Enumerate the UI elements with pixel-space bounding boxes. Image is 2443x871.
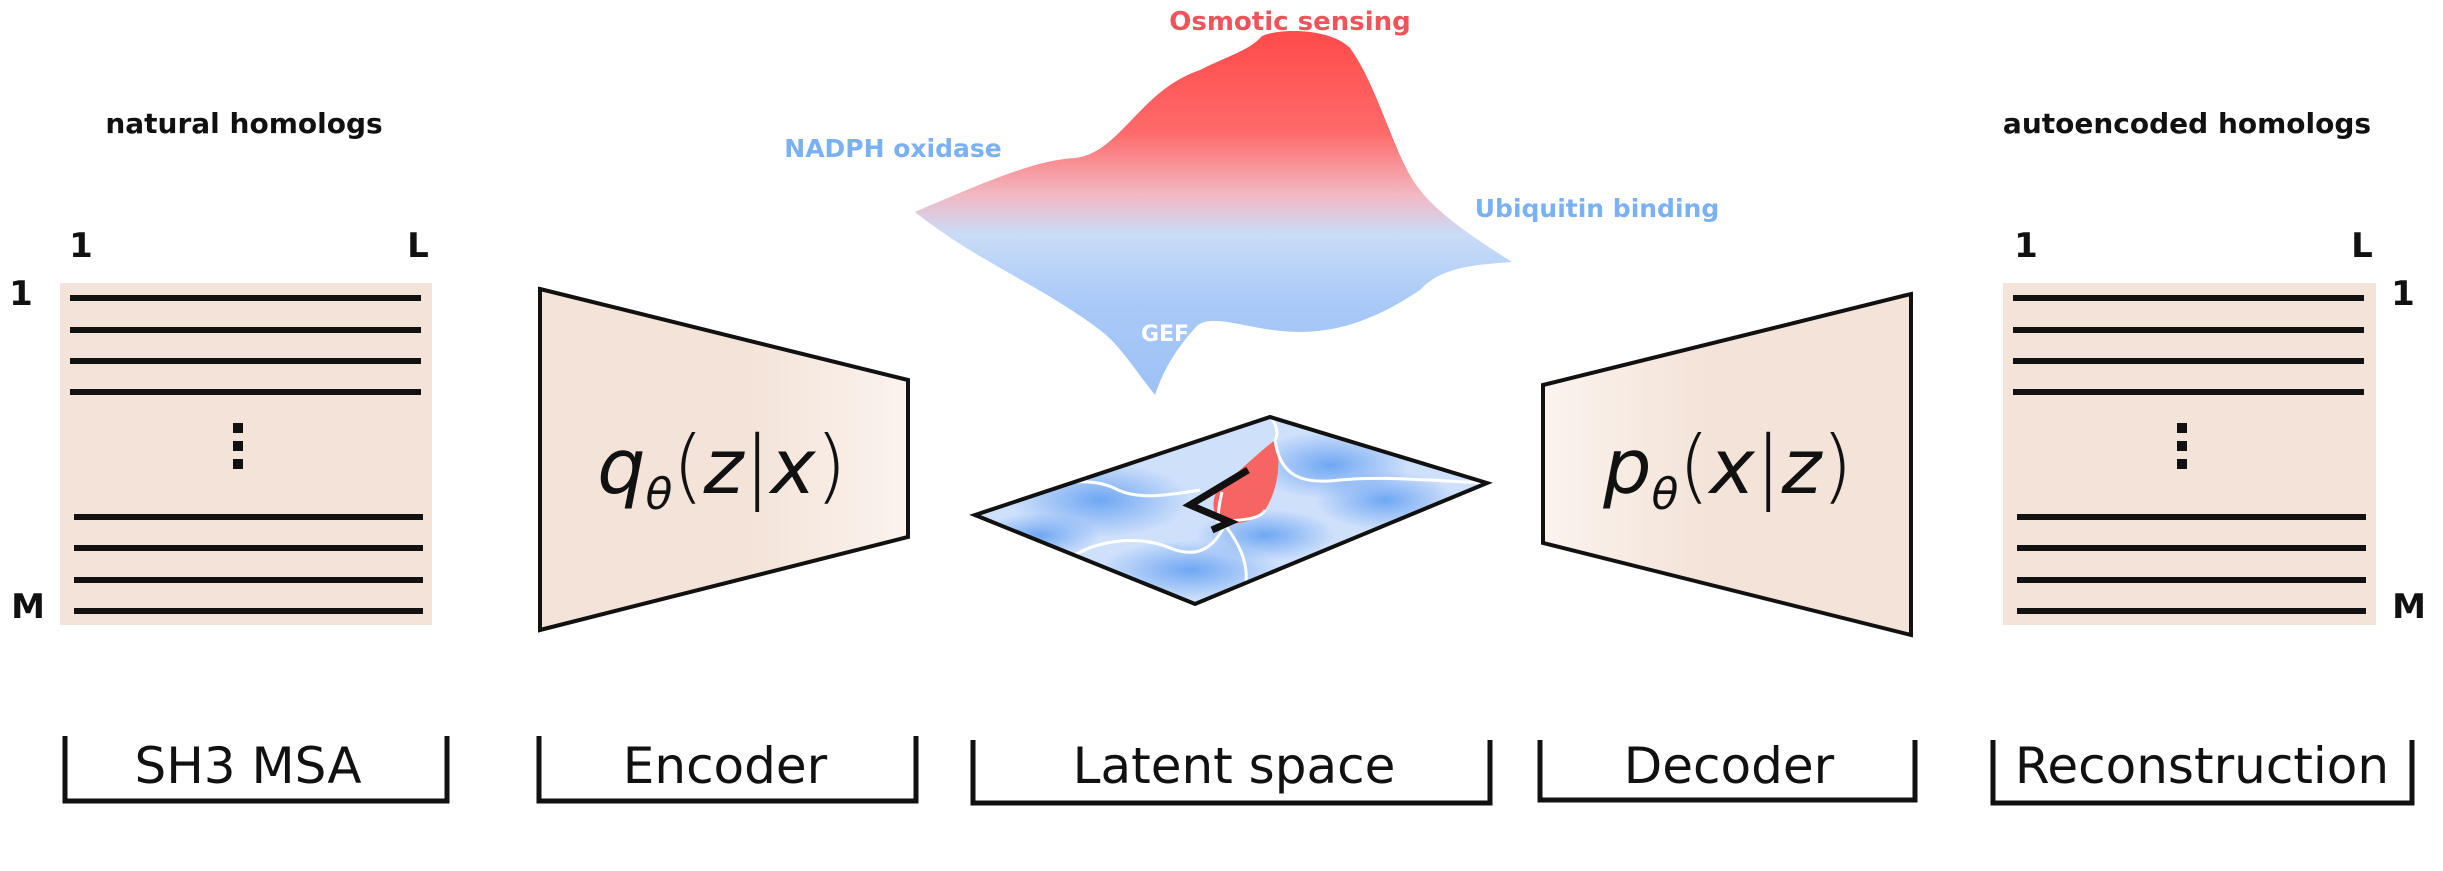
msa-row-start: 1: [9, 274, 33, 314]
recon-ellipsis: [2177, 423, 2187, 469]
latent-landscape: Osmotic sensing NADPH oxidase Ubiquitin …: [784, 7, 1719, 395]
msa-row-end: M: [11, 587, 45, 627]
msa-background: [60, 283, 432, 625]
msa-ellipsis: [233, 423, 243, 469]
label-ubiquitin-binding: Ubiquitin binding: [1475, 194, 1719, 223]
bracket-msa: [62, 736, 450, 804]
landscape-surface: [915, 31, 1512, 395]
encoder-block: qθ(z|x): [538, 286, 910, 633]
encoder-formula: qθ(z|x): [597, 419, 846, 520]
osmotic-region: [1213, 440, 1279, 524]
caption-msa: SH3 MSA: [134, 737, 361, 795]
caption-decoder: Decoder: [1624, 737, 1835, 795]
plane-outline: [969, 414, 1493, 607]
label-gef: GEF: [1141, 322, 1189, 347]
msa-col-start: 1: [69, 226, 93, 266]
recon-panel: autoencoded homologs 1 L 1 M: [2003, 107, 2426, 627]
bracket-latent: [970, 740, 1493, 806]
recon-col-end: L: [2351, 226, 2373, 266]
recon-title: autoencoded homologs: [2003, 107, 2371, 140]
decoder-trapezoid: [1541, 291, 1913, 638]
decoder-block: pθ(x|z): [1541, 291, 1913, 638]
encoder-trapezoid: [538, 286, 910, 633]
caption-latent: Latent space: [1073, 737, 1396, 795]
msa-panel: natural homologs 1 L 1 M: [9, 107, 432, 627]
recon-background: [2003, 283, 2376, 625]
recon-row-end: M: [2392, 587, 2426, 627]
decoder-formula: pθ(x|z): [1602, 419, 1852, 520]
label-osmotic-sensing: Osmotic sensing: [1169, 7, 1410, 37]
bracket-decoder: [1537, 740, 1918, 803]
msa-col-end: L: [407, 226, 429, 266]
recon-row-start: 1: [2391, 274, 2415, 314]
bracket-encoder: [536, 736, 919, 804]
caption-recon: Reconstruction: [2015, 737, 2389, 795]
msa-title: natural homologs: [105, 107, 382, 140]
caption-encoder: Encoder: [623, 737, 828, 795]
bracket-recon: [1990, 740, 2415, 806]
label-nadph-oxidase: NADPH oxidase: [784, 134, 1001, 163]
recon-col-start: 1: [2014, 226, 2038, 266]
msa-sequence-lines: [70, 295, 423, 614]
brackets: [62, 736, 2415, 806]
latent-path: [1182, 467, 1250, 534]
latent-plane: [969, 414, 1493, 607]
recon-sequence-lines: [2013, 295, 2366, 614]
